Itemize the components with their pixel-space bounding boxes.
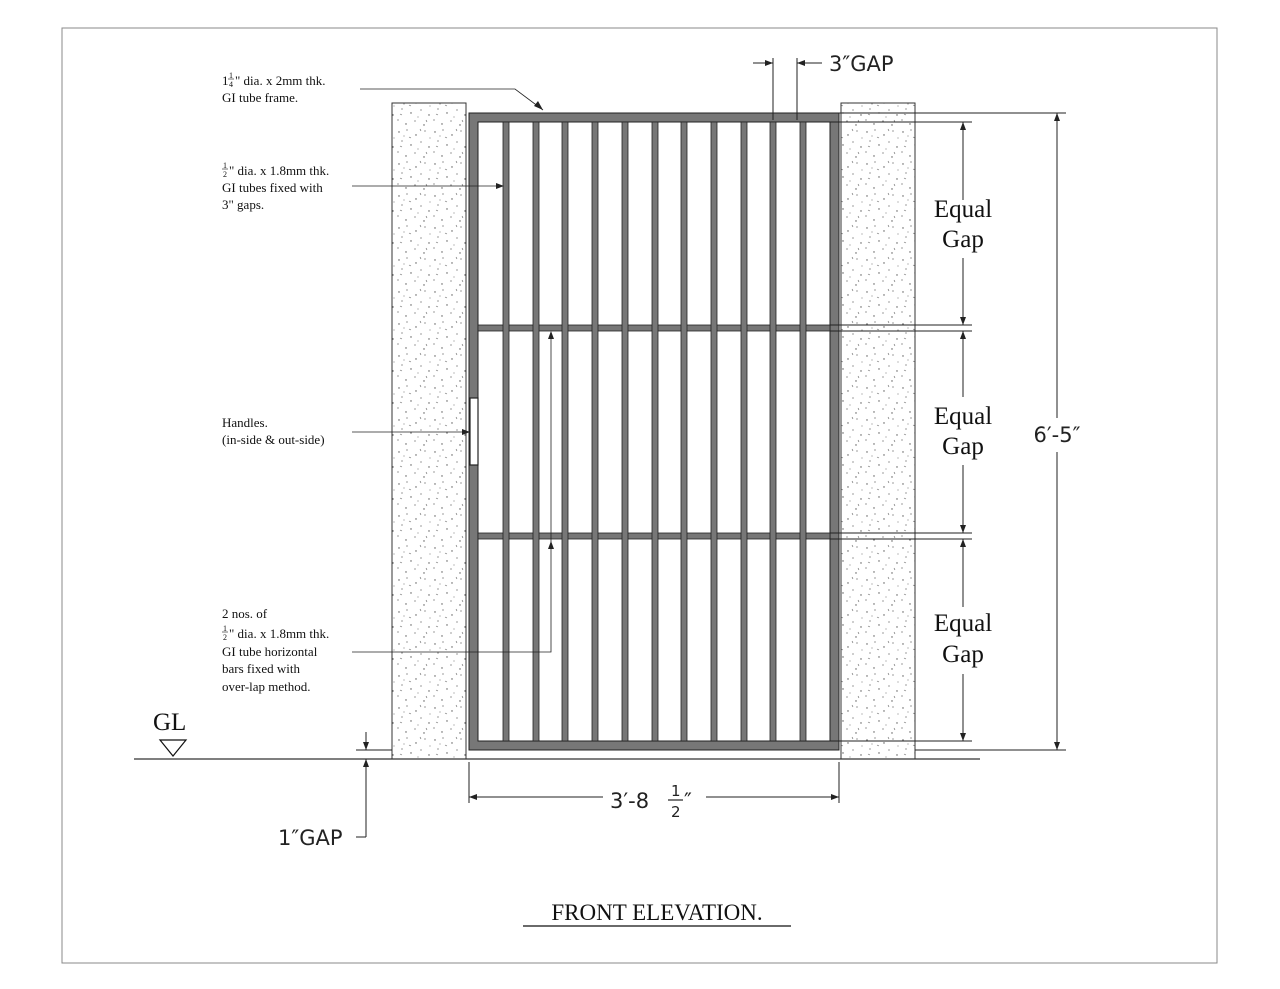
svg-text:" dia. x 1.8mm thk.: " dia. x 1.8mm thk.: [229, 626, 329, 641]
note-vertical-tubes: 1 2 " dia. x 1.8mm thk. GI tubes fixed w…: [222, 161, 329, 212]
top-gap-label: 3″GAP: [829, 52, 894, 76]
sheet-border: [61, 27, 1218, 964]
svg-text:1: 1: [229, 71, 233, 80]
svg-text:Equal: Equal: [934, 403, 992, 430]
svg-text:GI tube horizontal: GI tube horizontal: [222, 644, 318, 659]
svg-text:″: ″: [684, 789, 692, 813]
svg-text:1: 1: [222, 73, 229, 88]
svg-text:Gap: Gap: [942, 433, 984, 460]
width-dimension: [468, 762, 840, 803]
note-frame-tube: 1 1 4 " dia. x 2mm thk. GI tube frame.: [222, 71, 326, 105]
gate-handle: [469, 397, 479, 466]
svg-text:3" gaps.: 3" gaps.: [222, 197, 264, 212]
svg-text:Equal: Equal: [934, 196, 992, 223]
svg-text:" dia. x 2mm thk.: " dia. x 2mm thk.: [235, 73, 326, 88]
note-handles: Handles. (in-side & out-side): [222, 415, 325, 447]
svg-text:GI tube frame.: GI tube frame.: [222, 90, 298, 105]
height-dimension: [830, 112, 1066, 751]
equal-gap-label-1: Equal Gap: [934, 196, 992, 253]
right-pillar: [840, 102, 916, 760]
equal-gap-label-2: Equal Gap: [934, 403, 992, 460]
width-label: 3′-8 1 2 ″: [610, 782, 692, 821]
svg-text:(in-side & out-side): (in-side & out-side): [222, 432, 325, 447]
svg-text:GI tubes fixed with: GI tubes fixed with: [222, 180, 323, 195]
svg-text:Equal: Equal: [934, 610, 992, 637]
svg-text:2: 2: [223, 633, 227, 642]
drawing-title: FRONT ELEVATION.: [551, 900, 762, 925]
height-label: 6′-5″: [1034, 423, 1081, 447]
svg-text:2 nos. of: 2 nos. of: [222, 606, 268, 621]
ground-level-label: GL: [153, 709, 186, 736]
note-horizontal-bars: 2 nos. of 1 2 " dia. x 1.8mm thk. GI tub…: [222, 606, 329, 694]
svg-text:" dia. x 1.8mm thk.: " dia. x 1.8mm thk.: [229, 163, 329, 178]
equal-gap-dimension-chain: [830, 121, 972, 742]
svg-text:2: 2: [671, 803, 681, 821]
svg-text:1: 1: [671, 782, 681, 800]
left-pillar: [391, 102, 467, 760]
top-gap-dimension: [753, 58, 822, 120]
vertical-tubes: [502, 121, 807, 742]
equal-gap-label-3: Equal Gap: [934, 610, 992, 668]
svg-text:Handles.: Handles.: [222, 415, 268, 430]
svg-text:2: 2: [223, 170, 227, 179]
svg-text:1: 1: [223, 161, 227, 170]
svg-text:Gap: Gap: [942, 641, 984, 668]
bottom-gap-label: 1″GAP: [278, 826, 343, 850]
svg-text:3′-8: 3′-8: [610, 789, 649, 813]
leader-lines: [352, 88, 554, 653]
svg-text:Gap: Gap: [942, 226, 984, 253]
svg-text:4: 4: [229, 80, 233, 89]
svg-text:over-lap method.: over-lap method.: [222, 679, 311, 694]
svg-text:bars fixed with: bars fixed with: [222, 661, 300, 676]
bottom-gap-dimension: [356, 732, 392, 838]
svg-text:1: 1: [223, 624, 227, 633]
ground-level-marker: GL: [153, 709, 188, 757]
